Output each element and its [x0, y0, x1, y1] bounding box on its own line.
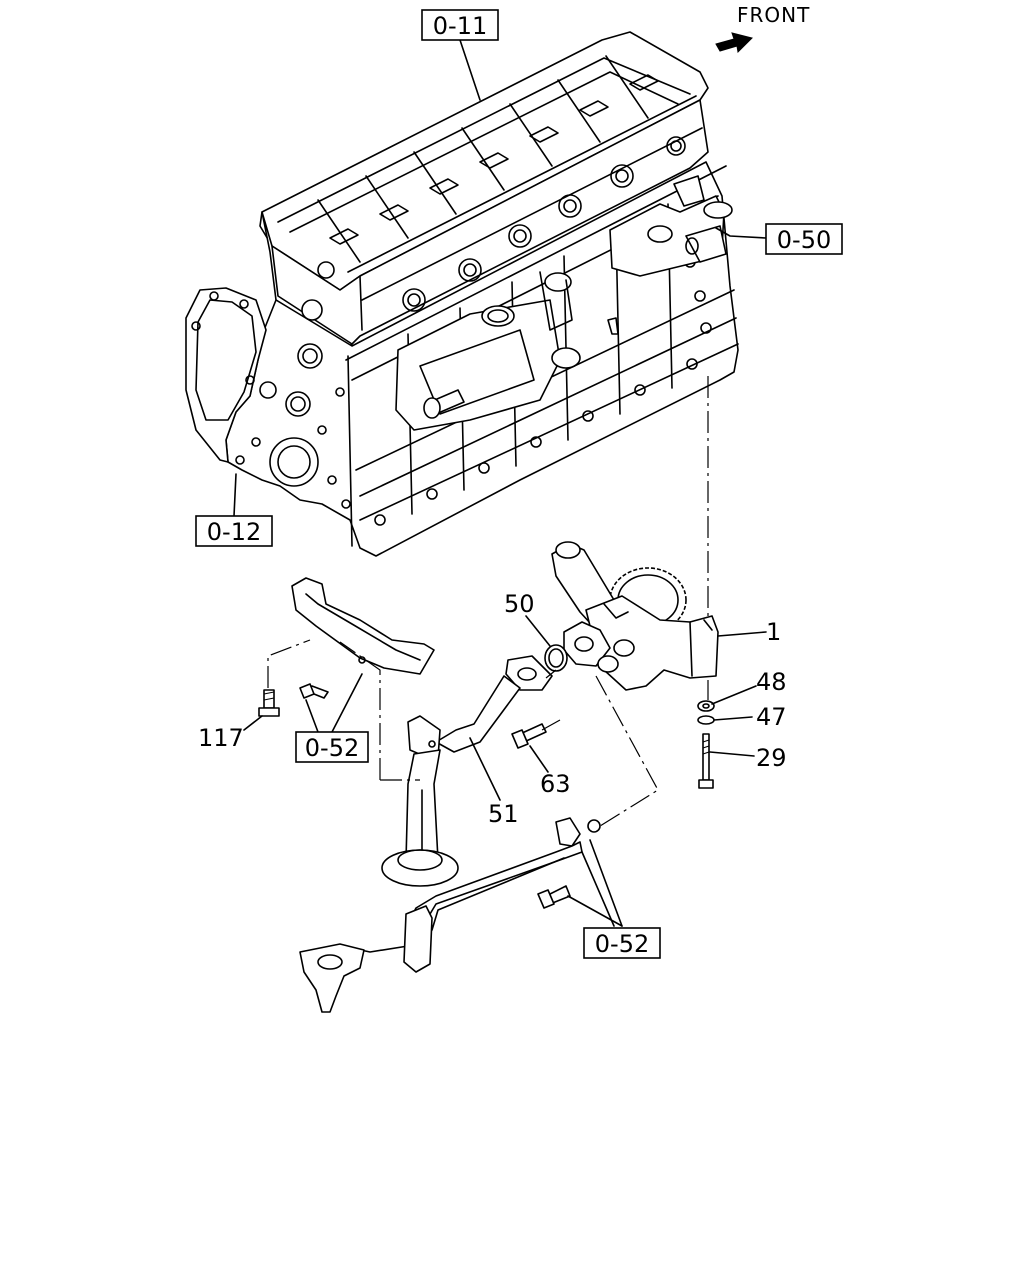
ref-label-0-50: 0-50 — [777, 226, 831, 254]
ref-box-fasteners-lower[interactable]: 0-52 — [583, 927, 661, 959]
oil-pump-assembly — [551, 541, 719, 691]
oil-strainer-51 — [381, 655, 553, 887]
ref-box-cylinder-head[interactable]: 0-11 — [421, 9, 499, 41]
front-arrow-icon — [715, 32, 753, 54]
engine-block — [185, 31, 739, 557]
part-label-29: 29 — [756, 744, 787, 772]
leader-lines — [233, 39, 767, 927]
bolt-117 — [258, 689, 280, 717]
part-label-63: 63 — [540, 770, 571, 798]
pump-mount-hardware — [697, 700, 715, 789]
ref-label-0-52-upper: 0-52 — [305, 734, 359, 762]
ref-box-timing-case[interactable]: 0-12 — [195, 515, 273, 547]
part-label-50: 50 — [504, 590, 535, 618]
bracket-bolt — [299, 683, 329, 699]
ref-label-0-52-lower: 0-52 — [595, 930, 649, 958]
front-label: FRONT — [737, 3, 810, 27]
ref-label-0-11: 0-11 — [433, 12, 487, 40]
lower-oil-pipe — [299, 817, 601, 1013]
ref-box-fasteners-upper[interactable]: 0-52 — [295, 731, 369, 763]
bolt-63 — [511, 723, 547, 749]
part-label-117: 117 — [198, 724, 244, 752]
part-labels: 1 48 47 29 50 51 63 117 — [198, 590, 787, 828]
part-label-48: 48 — [756, 668, 787, 696]
part-label-47: 47 — [756, 703, 787, 731]
front-indicator: FRONT — [715, 3, 810, 54]
part-label-51: 51 — [488, 800, 519, 828]
ref-label-0-12: 0-12 — [207, 518, 261, 546]
ref-box-water-pump[interactable]: 0-50 — [765, 223, 843, 255]
part-label-1: 1 — [766, 618, 781, 646]
upper-bracket — [291, 577, 435, 675]
